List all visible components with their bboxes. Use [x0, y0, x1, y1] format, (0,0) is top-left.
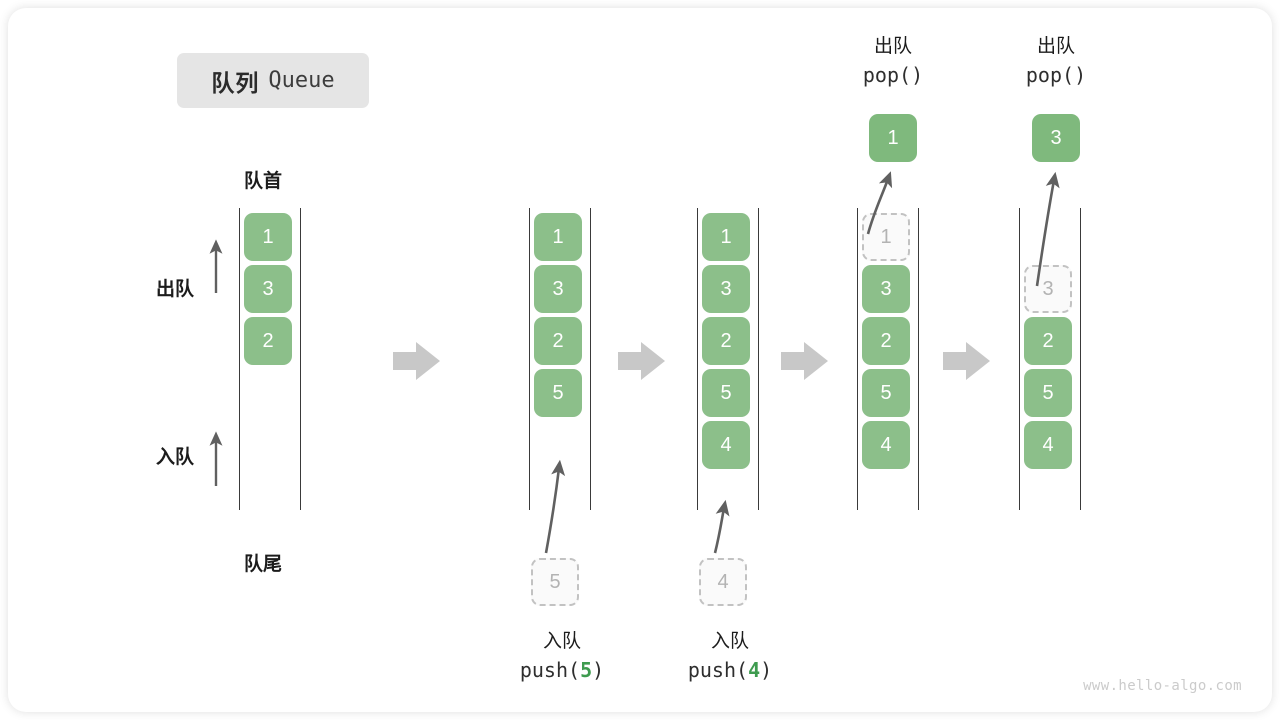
rail-left-icon [697, 208, 698, 510]
caption-pop-1-cn: 出队 [873, 36, 912, 57]
label-front: 队首 [244, 171, 283, 192]
rail-left-icon [857, 208, 858, 510]
queue-cell: 5 [1024, 369, 1072, 417]
queue-cell-new: 4 [702, 421, 750, 469]
queue-column-push-5: 1 3 2 5 [529, 208, 591, 510]
rail-left-icon [529, 208, 530, 510]
caption-push-4: 入队 push(4) [680, 628, 780, 685]
ghost-cell-push-4: 4 [699, 558, 747, 606]
label-dequeue: 出队 [156, 279, 195, 300]
caption-push-5-cn: 入队 [542, 631, 581, 652]
push-4-arrow-icon [713, 499, 730, 554]
queue-cell: 1 [702, 213, 750, 261]
queue-cell: 1 [534, 213, 582, 261]
caption-push-5-code: push(5) [519, 657, 605, 682]
popped-cell-3: 3 [1032, 114, 1080, 162]
caption-push-4-code: push(4) [687, 657, 773, 682]
ghost-cell-push-5: 5 [531, 558, 579, 606]
label-rear: 队尾 [244, 554, 283, 575]
queue-cell: 2 [1024, 317, 1072, 365]
queue-cell: 5 [862, 369, 910, 417]
rail-left-icon [1019, 208, 1020, 510]
queue-column-push-4: 1 3 2 5 4 [697, 208, 759, 510]
queue-cell: 2 [702, 317, 750, 365]
queue-cell: 2 [534, 317, 582, 365]
queue-cell: 3 [244, 265, 292, 313]
step-arrow-icon-3 [781, 342, 828, 380]
step-arrow-icon-4 [943, 342, 990, 380]
watermark: www.hello-algo.com [1083, 678, 1242, 694]
title-english: Queue [268, 68, 335, 93]
title-badge: 队列 Queue [177, 53, 369, 108]
title-chinese: 队列 [211, 69, 260, 96]
caption-pop-1-code: pop() [862, 62, 924, 87]
queue-cell: 4 [1024, 421, 1072, 469]
queue-cell: 5 [702, 369, 750, 417]
ghost-cell-pop-3: 3 [1024, 265, 1072, 313]
queue-cell: 3 [702, 265, 750, 313]
queue-cell: 4 [862, 421, 910, 469]
rail-right-icon [758, 208, 759, 510]
ghost-cell-pop-1: 1 [862, 213, 910, 261]
queue-column-pop-3: 3 2 5 4 [1019, 208, 1081, 510]
caption-push-5: 入队 push(5) [512, 628, 612, 685]
queue-cell: 3 [862, 265, 910, 313]
rail-right-icon [300, 208, 301, 510]
queue-cell: 3 [534, 265, 582, 313]
caption-pop-3: 出队 pop() [1006, 33, 1106, 90]
popped-cell-1: 1 [869, 114, 917, 162]
label-enqueue: 入队 [156, 447, 195, 468]
rail-right-icon [1080, 208, 1081, 510]
caption-pop-3-cn: 出队 [1036, 36, 1075, 57]
rail-right-icon [590, 208, 591, 510]
queue-cell: 2 [862, 317, 910, 365]
queue-column-initial: 1 3 2 [239, 208, 301, 510]
queue-column-pop-1: 1 3 2 5 4 [857, 208, 919, 510]
diagram-canvas: 队列 Queue 队首 队尾 出队 入队 1 3 2 1 3 2 5 5 入队 … [8, 8, 1272, 712]
queue-cell: 2 [244, 317, 292, 365]
queue-cell-new: 5 [534, 369, 582, 417]
caption-pop-1: 出队 pop() [843, 33, 943, 90]
queue-cell: 1 [244, 213, 292, 261]
step-arrow-icon-2 [618, 342, 665, 380]
caption-push-4-cn: 入队 [710, 631, 749, 652]
rail-right-icon [918, 208, 919, 510]
caption-pop-3-code: pop() [1025, 62, 1087, 87]
arrow-overlay [209, 171, 1060, 554]
step-arrow-icon-1 [393, 342, 440, 380]
rail-left-icon [239, 208, 240, 510]
